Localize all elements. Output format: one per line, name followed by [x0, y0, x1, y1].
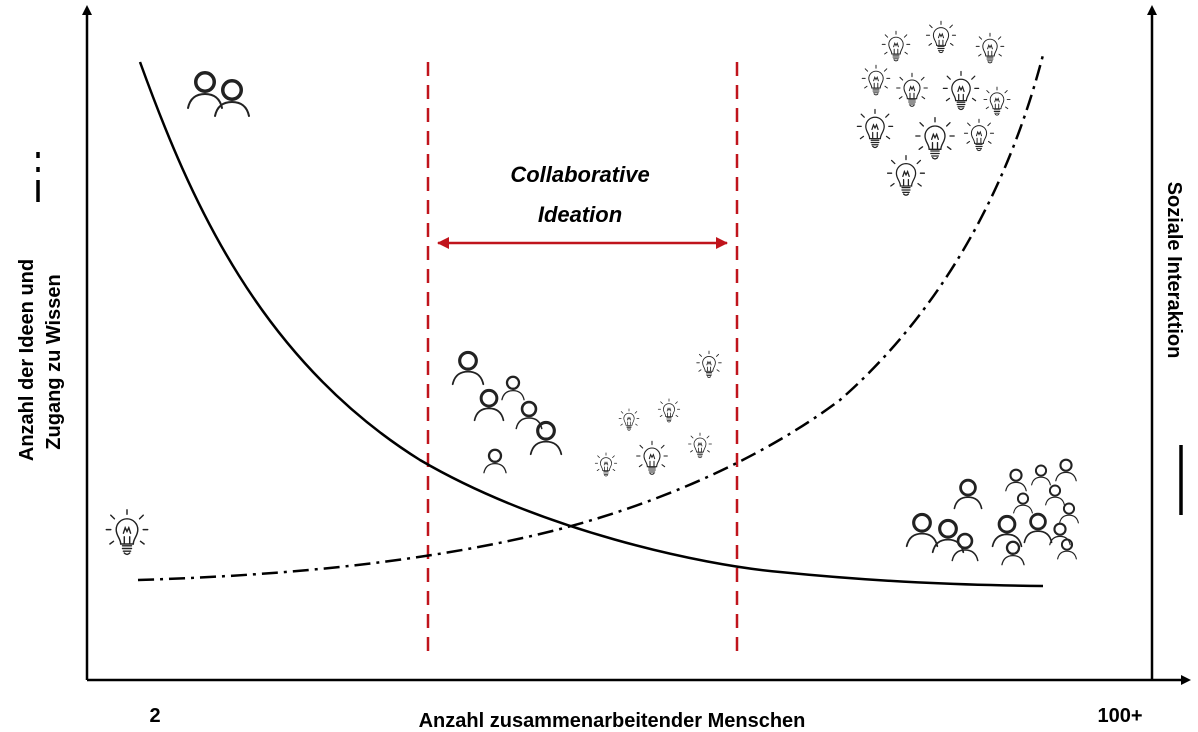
x-min-label: 2	[149, 705, 160, 727]
lightbulb-icon	[594, 350, 722, 477]
people-icon	[451, 350, 563, 474]
people-icon	[905, 458, 1079, 566]
x-axis-label: Anzahl zusammenarbeitender Menschen	[419, 710, 806, 732]
y-left-label-line1: Zugang zu Wissen	[43, 274, 65, 449]
y-right-label-group: Soziale Interaktion	[1163, 182, 1185, 359]
lightbulb-icon	[105, 509, 149, 556]
y-left-label-group: Anzahl der Ideen und Zugang zu Wissen	[16, 259, 65, 461]
x-max-label: 100+	[1097, 705, 1142, 727]
y-right-label: Soziale Interaktion	[1163, 182, 1185, 359]
callout-line2: Ideation	[538, 202, 622, 227]
ideas-knowledge-curve	[137, 54, 1045, 582]
axes	[82, 5, 1191, 685]
lightbulb-icon	[856, 20, 1011, 196]
callout-line1: Collaborative	[510, 162, 649, 187]
y-left-label-line2: Anzahl der Ideen und	[16, 259, 38, 461]
people-icon	[187, 71, 250, 117]
social-interaction-curve	[138, 61, 1044, 588]
